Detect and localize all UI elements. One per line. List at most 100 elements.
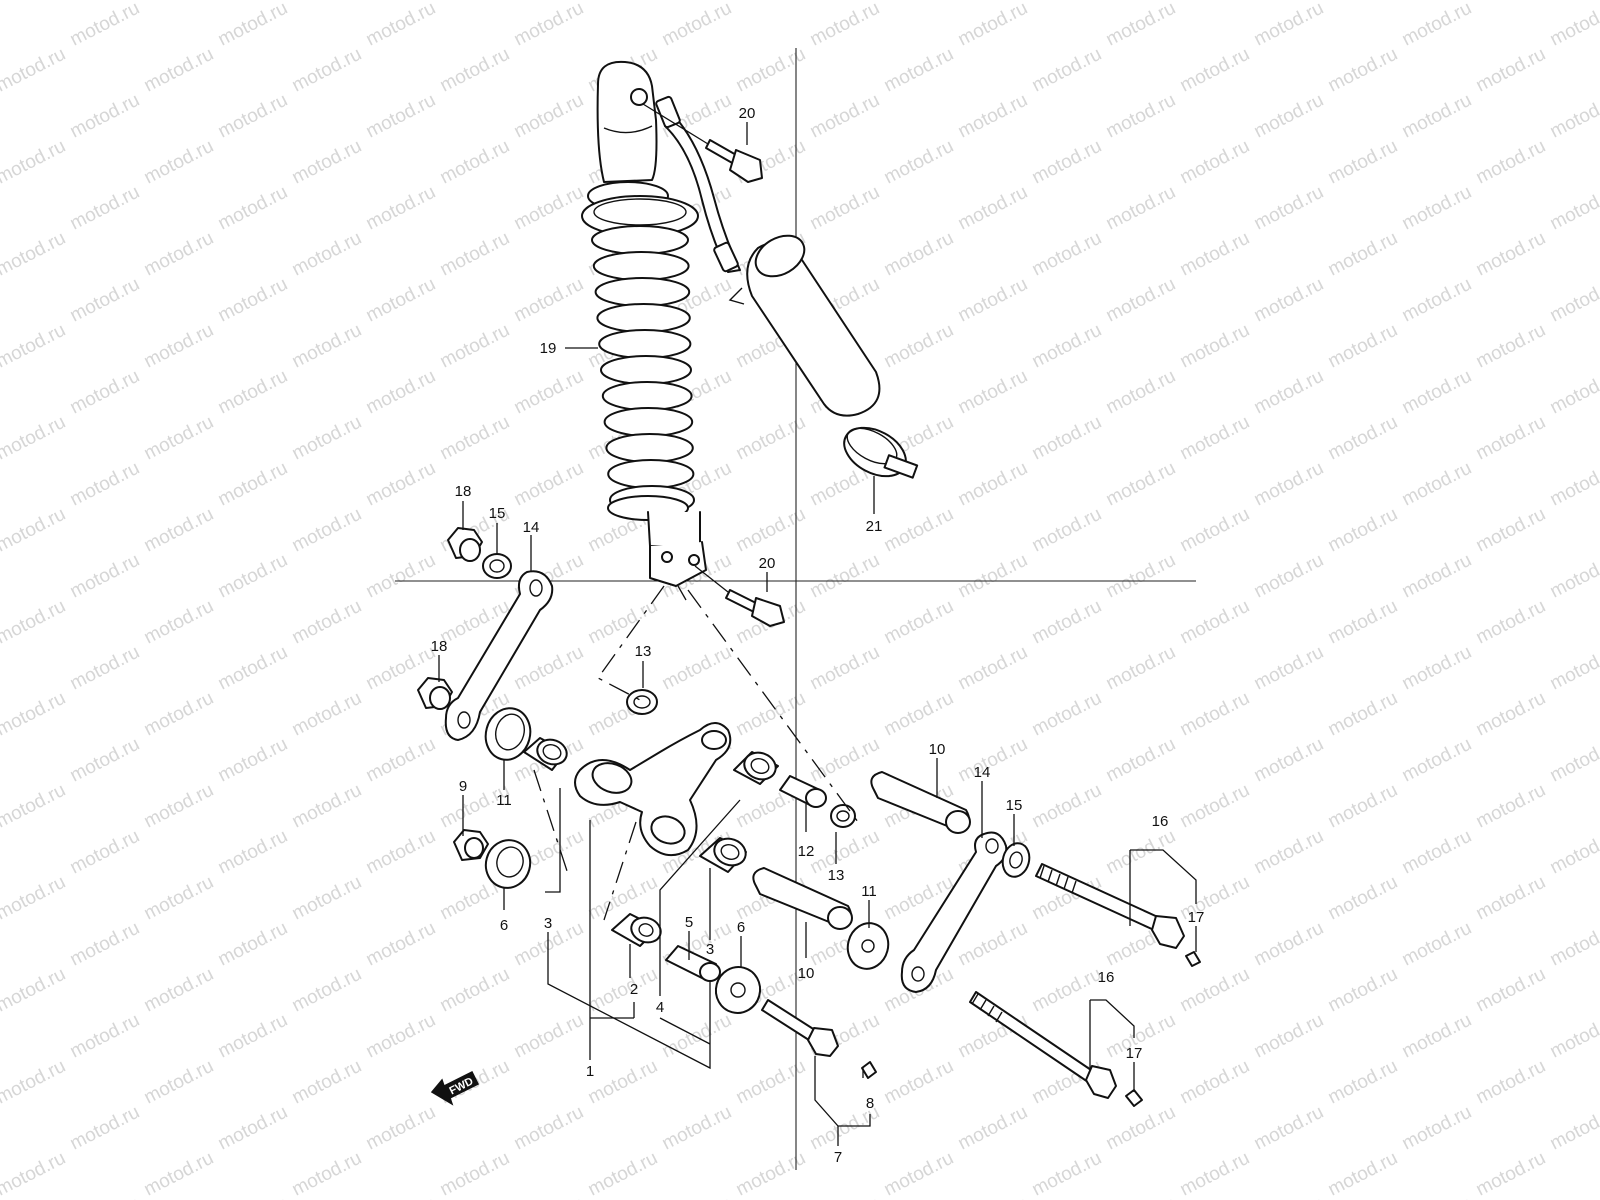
spring-coil <box>603 407 694 437</box>
lower-mount-bolt <box>694 565 785 627</box>
spring-coil <box>601 381 693 411</box>
spring-coil <box>598 329 692 359</box>
watermark-text: motod.ru <box>1177 320 1253 373</box>
watermark-text: motod.ru <box>1103 90 1179 143</box>
watermark-text: motod.ru <box>1547 366 1600 419</box>
watermark-text: motod.ru <box>659 642 735 695</box>
watermark-text: motod.ru <box>363 90 439 143</box>
watermark-text: motod.ru <box>659 1194 735 1200</box>
watermark-text: motod.ru <box>1473 964 1549 1017</box>
sleeve-upper <box>870 771 971 834</box>
callout-20-lower: 20 <box>759 555 776 572</box>
watermark-text: motod.ru <box>511 274 587 327</box>
watermark-text: motod.ru <box>955 734 1031 787</box>
watermark-text: motod.ru <box>0 1148 69 1200</box>
watermark-text: motod.ru <box>733 504 809 557</box>
watermark-text: motod.ru <box>289 1148 365 1200</box>
watermark-text: motod.ru <box>1325 0 1401 4</box>
watermark-text: motod.ru <box>659 1102 735 1155</box>
grease-nipple-lower <box>1125 1089 1143 1107</box>
watermark-text: motod.ru <box>1325 412 1401 465</box>
watermark-text: motod.ru <box>1029 228 1105 281</box>
watermark-text: motod.ru <box>1029 320 1105 373</box>
watermark-text: motod.ru <box>0 320 69 373</box>
watermark-text: motod.ru <box>1473 44 1549 97</box>
spring-coil <box>605 433 694 463</box>
watermark-text: motod.ru <box>955 366 1031 419</box>
long-bolt-upper <box>1035 863 1185 949</box>
callout-16-lower: 16 <box>1098 969 1115 986</box>
watermark-text: motod.ru <box>1177 964 1253 1017</box>
watermark-text: motod.ru <box>1029 596 1105 649</box>
watermark-text: motod.ru <box>1103 734 1179 787</box>
watermark-text: motod.ru <box>1029 412 1105 465</box>
dust-seal-lower-right <box>846 922 890 970</box>
watermark-text: motod.ru <box>1399 826 1475 879</box>
watermark-text: motod.ru <box>1547 274 1600 327</box>
watermark-text: motod.ru <box>733 0 809 4</box>
callout-3-right: 3 <box>706 941 714 958</box>
watermark-text: motod.ru <box>1473 1056 1549 1109</box>
watermark-text: motod.ru <box>289 596 365 649</box>
watermark-text: motod.ru <box>1177 688 1253 741</box>
watermark-text: motod.ru <box>585 872 661 925</box>
upper-mount-bolt <box>642 103 763 183</box>
watermark-text: motod.ru <box>807 642 883 695</box>
watermark-text: motod.ru <box>955 0 1031 50</box>
watermark-text: motod.ru <box>659 1010 735 1063</box>
watermark-text: motod.ru <box>363 734 439 787</box>
reservoir-clamp <box>843 426 919 479</box>
watermark-text: motod.ru <box>1103 1194 1179 1200</box>
watermark-text: motod.ru <box>511 458 587 511</box>
watermark-text: motod.ru <box>881 44 957 97</box>
watermark-text: motod.ru <box>1399 274 1475 327</box>
watermark-text: motod.ru <box>1029 1148 1105 1200</box>
callout-14-left: 14 <box>523 519 540 536</box>
callout-8: 8 <box>866 1095 874 1112</box>
watermark-text: motod.ru <box>1325 872 1401 925</box>
watermark-text: motod.ru <box>1251 1102 1327 1155</box>
dust-seal-upper <box>484 707 532 761</box>
watermark-text: motod.ru <box>141 1148 217 1200</box>
watermark-text: motod.ru <box>1325 1148 1401 1200</box>
watermark-text: motod.ru <box>1325 228 1401 281</box>
watermark-text: motod.ru <box>807 0 883 50</box>
watermark-text: motod.ru <box>881 1056 957 1109</box>
rear-shock-absorber <box>581 60 881 601</box>
watermark-text: motod.ru <box>1399 0 1475 50</box>
watermark-text: motod.ru <box>1177 504 1253 557</box>
watermark-text: motod.ru <box>1103 182 1179 235</box>
watermark-text: motod.ru <box>215 366 291 419</box>
callout-17-lower: 17 <box>1126 1045 1143 1062</box>
watermark-text: motod.ru <box>1177 1056 1253 1109</box>
watermark-text: motod.ru <box>1399 366 1475 419</box>
callout-18-upper: 18 <box>455 483 472 500</box>
watermark-text: motod.ru <box>1547 182 1600 235</box>
callout-17-upper: 17 <box>1188 909 1205 926</box>
spring-coil <box>591 225 689 255</box>
watermark-text: motod.ru <box>1029 964 1105 1017</box>
watermark-text: motod.ru <box>511 642 587 695</box>
watermark-text: motod.ru <box>1473 504 1549 557</box>
watermark-text: motod.ru <box>1103 550 1179 603</box>
callout-9: 9 <box>459 778 467 795</box>
watermark-text: motod.ru <box>1177 228 1253 281</box>
watermark-text: motod.ru <box>1399 1102 1475 1155</box>
watermark-text: motod.ru <box>1473 136 1549 189</box>
callout-labels: 20 19 21 18 15 14 20 18 13 11 9 6 3 2 5 … <box>431 105 1205 1166</box>
watermark-text: motod.ru <box>733 1148 809 1200</box>
watermark-text: motod.ru <box>1177 412 1253 465</box>
callout-15-left: 15 <box>489 505 506 522</box>
cushion-lever <box>574 722 732 857</box>
watermark-text: motod.ru <box>67 642 143 695</box>
watermark-text: motod.ru <box>511 1194 587 1200</box>
spacer-lower <box>830 804 856 828</box>
watermark-text: motod.ru <box>1325 1056 1401 1109</box>
watermark-text: motod.ru <box>1473 688 1549 741</box>
watermark-text: motod.ru <box>511 1010 587 1063</box>
watermark-text: motod.ru <box>1399 550 1475 603</box>
watermark-text: motod.ru <box>881 504 957 557</box>
watermark-text: motod.ru <box>1251 826 1327 879</box>
watermark-text: motod.ru <box>141 320 217 373</box>
